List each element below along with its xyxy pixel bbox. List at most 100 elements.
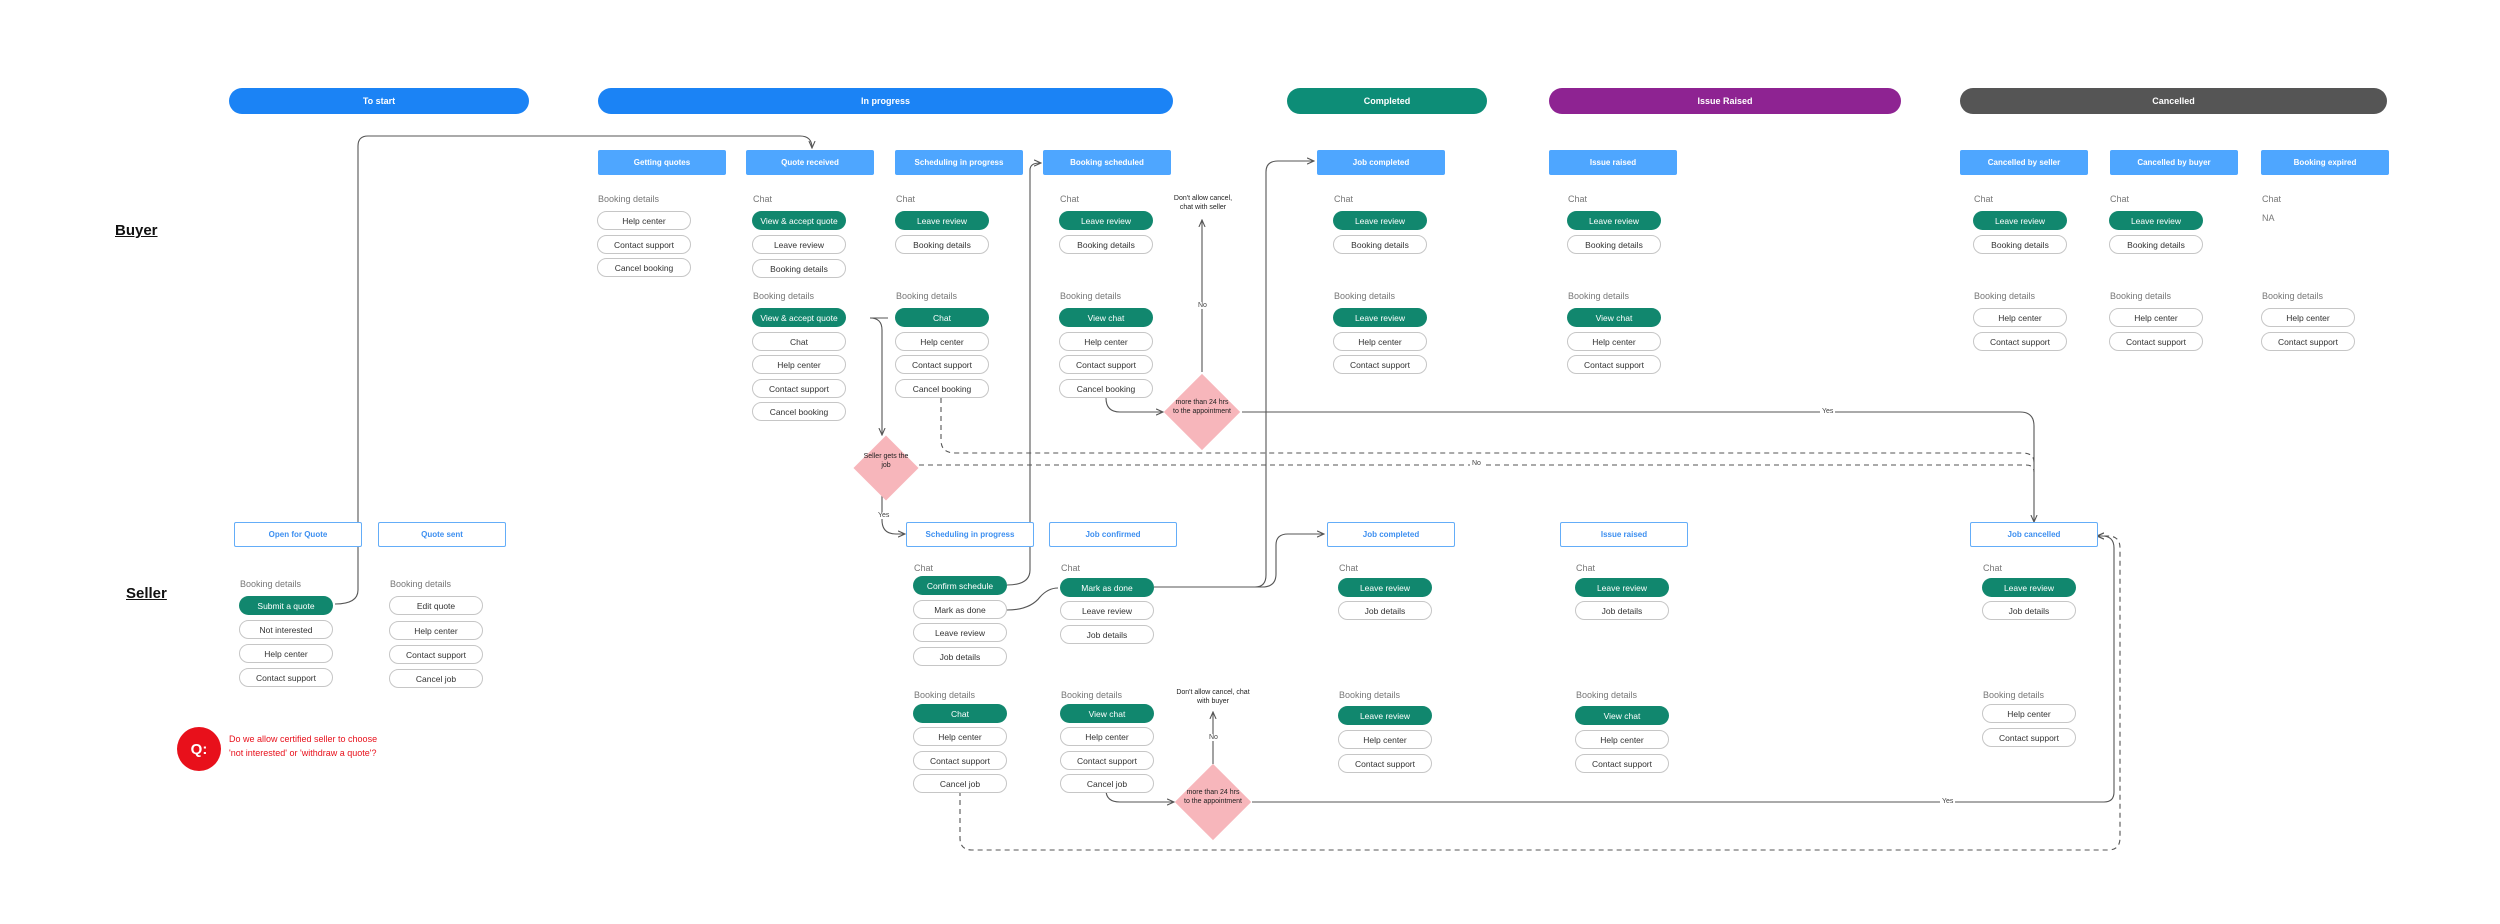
job-details-button[interactable]: Job details: [1338, 601, 1432, 620]
leave-review-button[interactable]: Leave review: [895, 211, 989, 230]
view-chat-button[interactable]: View chat: [1059, 308, 1153, 327]
booking-details-button[interactable]: Booking details: [1333, 235, 1427, 254]
contact-support-button[interactable]: Contact support: [389, 645, 483, 664]
leave-review-button[interactable]: Leave review: [1575, 578, 1669, 597]
question-text: Do we allow certified seller to choose '…: [229, 733, 377, 761]
section-label-booking-details: Booking details: [914, 690, 976, 700]
leave-review-button[interactable]: Leave review: [752, 235, 846, 254]
section-label-chat: Chat: [1576, 563, 1596, 573]
not-interested-button[interactable]: Not interested: [239, 620, 333, 639]
leave-review-button[interactable]: Leave review: [1567, 211, 1661, 230]
contact-support-button[interactable]: Contact support: [1575, 754, 1669, 773]
booking-details-button[interactable]: Booking details: [1973, 235, 2067, 254]
leave-review-button[interactable]: Leave review: [1973, 211, 2067, 230]
leave-review-button[interactable]: Leave review: [1338, 578, 1432, 597]
leave-review-button[interactable]: Leave review: [1333, 308, 1427, 327]
leave-review-button[interactable]: Leave review: [2109, 211, 2203, 230]
help-center-button[interactable]: Help center: [913, 727, 1007, 746]
contact-support-button[interactable]: Contact support: [1973, 332, 2067, 351]
booking-details-button[interactable]: Booking details: [1567, 235, 1661, 254]
phase-cancelled: Cancelled: [1960, 88, 2387, 114]
cancel-booking-button[interactable]: Cancel booking: [1059, 379, 1153, 398]
help-center-button[interactable]: Help center: [1338, 730, 1432, 749]
contact-support-button[interactable]: Contact support: [239, 668, 333, 687]
mark-as-done-button[interactable]: Mark as done: [1060, 578, 1154, 597]
contact-support-button[interactable]: Contact support: [1567, 355, 1661, 374]
help-center-button[interactable]: Help center: [2261, 308, 2355, 327]
leave-review-button[interactable]: Leave review: [1060, 601, 1154, 620]
section-label-chat: Chat: [1974, 194, 1994, 204]
section-label-chat: Chat: [1334, 194, 1354, 204]
contact-support-button[interactable]: Contact support: [1060, 751, 1154, 770]
edge-label-no: No: [1196, 302, 1209, 309]
cancel-job-button[interactable]: Cancel job: [389, 669, 483, 688]
phase-label: Issue Raised: [1697, 96, 1753, 106]
contact-support-button[interactable]: Contact support: [913, 751, 1007, 770]
chat-button[interactable]: Chat: [752, 332, 846, 351]
job-details-button[interactable]: Job details: [1575, 601, 1669, 620]
cancel-booking-button[interactable]: Cancel booking: [895, 379, 989, 398]
booking-details-button[interactable]: Booking details: [752, 259, 846, 278]
booking-details-button[interactable]: Booking details: [2109, 235, 2203, 254]
leave-review-button[interactable]: Leave review: [1982, 578, 2076, 597]
contact-support-button[interactable]: Contact support: [1338, 754, 1432, 773]
help-center-button[interactable]: Help center: [752, 355, 846, 374]
job-details-button[interactable]: Job details: [913, 647, 1007, 666]
seller-state-open-for-quote: Open for Quote: [234, 522, 362, 547]
submit-quote-button[interactable]: Submit a quote: [239, 596, 333, 615]
section-label-chat: Chat: [2262, 194, 2282, 204]
leave-review-button[interactable]: Leave review: [913, 623, 1007, 642]
contact-support-button[interactable]: Contact support: [2109, 332, 2203, 351]
help-center-button[interactable]: Help center: [1973, 308, 2067, 327]
cancel-booking-button[interactable]: Cancel booking: [752, 402, 846, 421]
contact-support-button[interactable]: Contact support: [895, 355, 989, 374]
contact-support-button[interactable]: Contact support: [1982, 728, 2076, 747]
contact-support-button[interactable]: Contact support: [597, 235, 691, 254]
view-chat-button[interactable]: View chat: [1567, 308, 1661, 327]
booking-details-button[interactable]: Booking details: [1059, 235, 1153, 254]
view-accept-quote-button[interactable]: View & accept quote: [752, 211, 846, 230]
cancel-job-button[interactable]: Cancel job: [913, 774, 1007, 793]
contact-support-button[interactable]: Contact support: [1059, 355, 1153, 374]
phase-label: In progress: [860, 96, 910, 106]
contact-support-button[interactable]: Contact support: [1333, 355, 1427, 374]
chat-button[interactable]: Chat: [913, 704, 1007, 723]
help-center-button[interactable]: Help center: [1060, 727, 1154, 746]
help-center-button[interactable]: Help center: [2109, 308, 2203, 327]
section-label-booking-details: Booking details: [2262, 291, 2324, 301]
help-center-button[interactable]: Help center: [239, 644, 333, 663]
leave-review-button[interactable]: Leave review: [1338, 706, 1432, 725]
contact-support-button[interactable]: Contact support: [752, 379, 846, 398]
phase-label: Cancelled: [2152, 96, 2195, 106]
section-label-chat: Chat: [896, 194, 916, 204]
role-buyer: Buyer: [115, 222, 158, 239]
help-center-button[interactable]: Help center: [895, 332, 989, 351]
help-center-button[interactable]: Help center: [1567, 332, 1661, 351]
section-label-booking-details: Booking details: [598, 194, 660, 204]
help-center-button[interactable]: Help center: [597, 211, 691, 230]
help-center-button[interactable]: Help center: [1059, 332, 1153, 351]
mark-as-done-button[interactable]: Mark as done: [913, 600, 1007, 619]
chat-button[interactable]: Chat: [895, 308, 989, 327]
edge-label-no: No: [1207, 734, 1220, 741]
help-center-button[interactable]: Help center: [1575, 730, 1669, 749]
booking-details-button[interactable]: Booking details: [895, 235, 989, 254]
role-seller: Seller: [126, 585, 167, 602]
help-center-button[interactable]: Help center: [389, 621, 483, 640]
view-chat-button[interactable]: View chat: [1575, 706, 1669, 725]
cancel-booking-button[interactable]: Cancel booking: [597, 258, 691, 277]
leave-review-button[interactable]: Leave review: [1333, 211, 1427, 230]
view-accept-quote-button[interactable]: View & accept quote: [752, 308, 846, 327]
leave-review-button[interactable]: Leave review: [1059, 211, 1153, 230]
edit-quote-button[interactable]: Edit quote: [389, 596, 483, 615]
confirm-schedule-button[interactable]: Confirm schedule: [913, 576, 1007, 595]
help-center-button[interactable]: Help center: [1982, 704, 2076, 723]
help-center-button[interactable]: Help center: [1333, 332, 1427, 351]
job-details-button[interactable]: Job details: [1060, 625, 1154, 644]
question-badge: Q:: [177, 727, 221, 771]
cancel-job-button[interactable]: Cancel job: [1060, 774, 1154, 793]
contact-support-button[interactable]: Contact support: [2261, 332, 2355, 351]
view-chat-button[interactable]: View chat: [1060, 704, 1154, 723]
job-details-button[interactable]: Job details: [1982, 601, 2076, 620]
buyer-state-getting-quotes: Getting quotes: [598, 150, 726, 175]
